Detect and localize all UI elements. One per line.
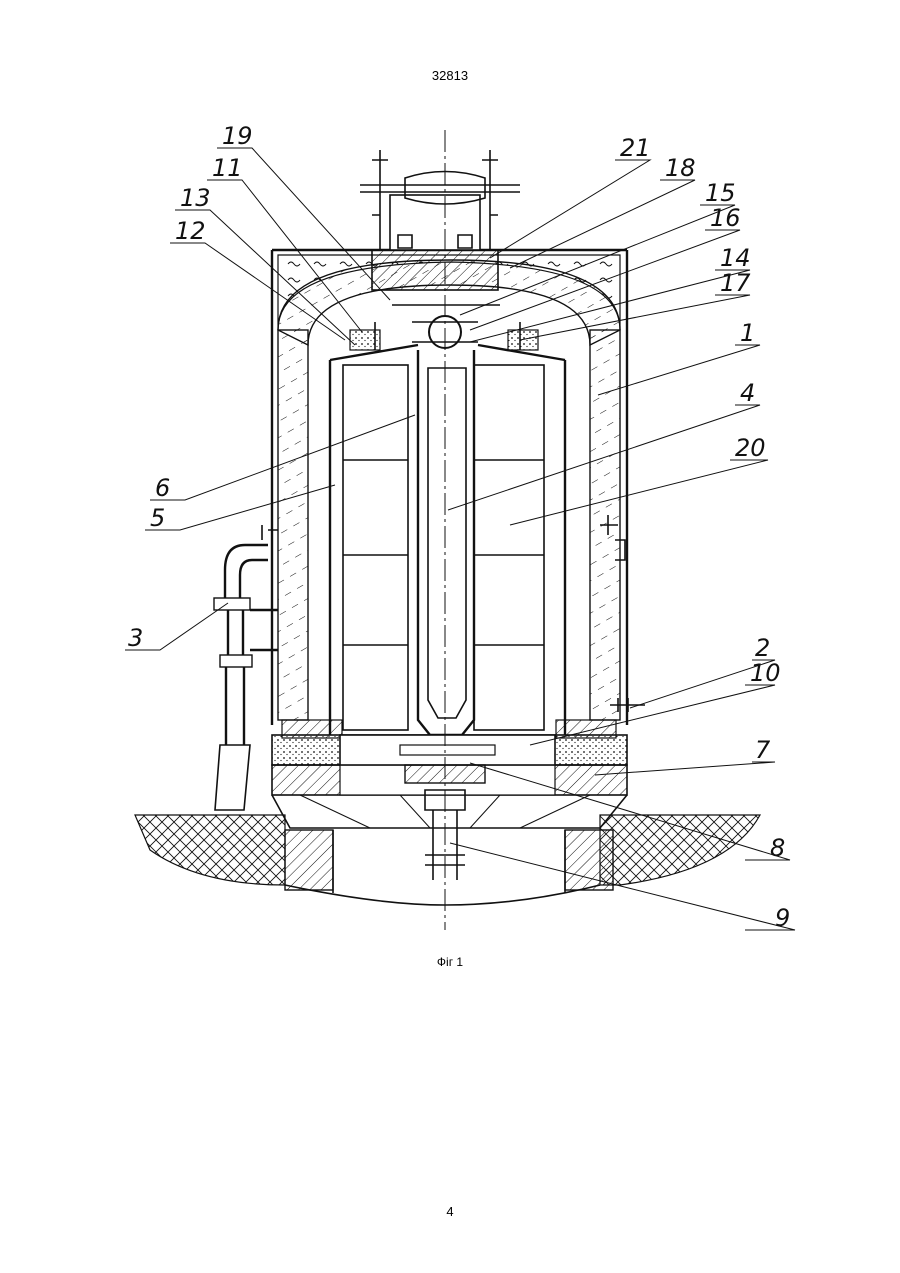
callout-7: 7 [755, 736, 771, 764]
callout-1: 1 [740, 319, 755, 347]
callout-10: 10 [750, 659, 781, 687]
figure-caption: Фіг 1 [0, 955, 900, 969]
callout-2: 2 [755, 634, 770, 662]
bottom-drive [340, 735, 555, 880]
callout-21: 21 [620, 134, 651, 162]
callout-13: 13 [180, 184, 211, 212]
callout-20: 20 [735, 434, 766, 462]
callout-8: 8 [770, 834, 785, 862]
callout-5: 5 [150, 504, 165, 532]
callout-4: 4 [740, 379, 755, 407]
callout-14: 14 [720, 244, 751, 272]
callout-19: 19 [222, 122, 253, 150]
callout-11: 11 [212, 154, 243, 182]
callout-12: 12 [175, 217, 206, 245]
page-number: 4 [0, 1204, 900, 1219]
callout-15: 15 [705, 179, 736, 207]
callout-9: 9 [775, 904, 790, 932]
callout-3: 3 [128, 624, 143, 652]
lid-mechanism [360, 150, 520, 250]
callout-6: 6 [155, 474, 170, 502]
callout-17: 17 [720, 269, 751, 297]
callout-16: 16 [710, 204, 741, 232]
callout-18: 18 [665, 154, 696, 182]
